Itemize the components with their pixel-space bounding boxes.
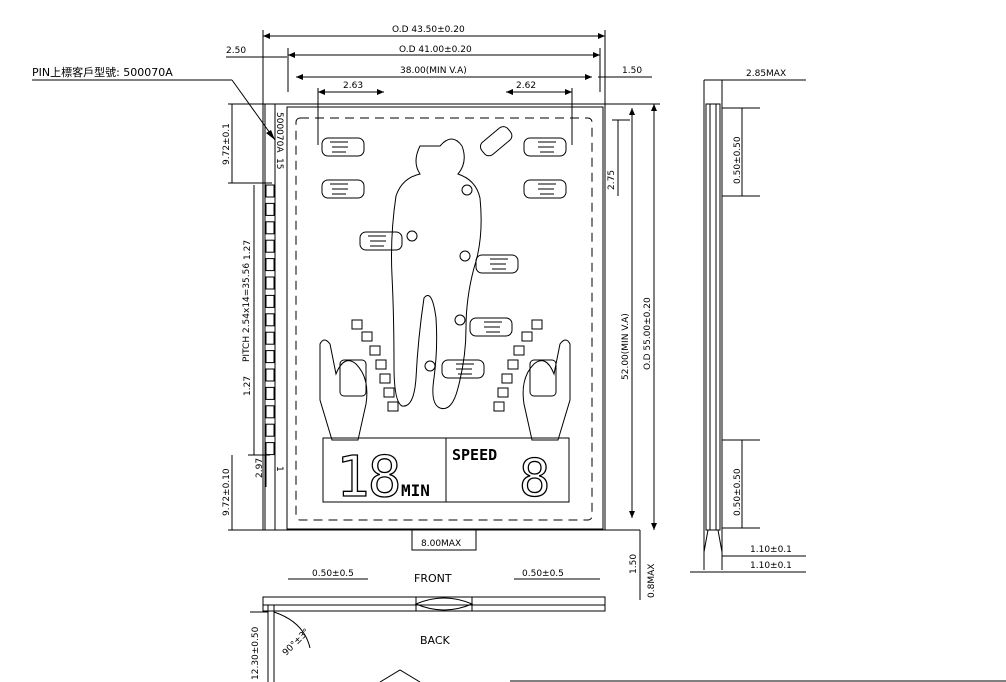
hand-icon <box>359 231 403 251</box>
pitch-bottom-label: 9.72±0.10 <box>222 468 232 516</box>
level-bar <box>375 359 387 370</box>
body-figure-icon <box>391 138 482 410</box>
front-right-label: 0.50±0.5 <box>522 569 564 579</box>
pin-tick <box>265 239 275 253</box>
level-bar <box>361 331 373 342</box>
front-back-view: FRONT 0.50±0.5 0.50±0.5 BACK 90°±3° 12.3… <box>250 569 606 682</box>
pin-tick <box>265 386 275 400</box>
level-bar <box>513 345 525 356</box>
pin-label: PIN上標客戶型號: 500070A <box>32 65 173 79</box>
od-inner-label: O.D 41.00±0.20 <box>399 45 472 55</box>
pin-15-label: 15 <box>274 158 284 169</box>
hand-icon <box>441 359 485 379</box>
speed-value: 8 <box>519 449 550 509</box>
pin-tick <box>265 405 275 419</box>
grip-hand-right-icon <box>522 339 571 441</box>
side-foot-b-label: 1.10±0.1 <box>750 561 792 571</box>
pin-tick <box>265 184 275 198</box>
pin-tick <box>265 368 275 382</box>
pin-callout: PIN上標客戶型號: 500070A <box>32 65 276 141</box>
pin-tick <box>265 294 275 308</box>
pin-offset: 8.00MAX <box>411 529 477 551</box>
pad-left-label: 2.63 <box>343 81 363 91</box>
pitch-top-label: 9.72±0.1 <box>222 123 232 165</box>
pin-tick <box>265 313 275 327</box>
pin-tick <box>265 442 275 456</box>
hand-icon <box>321 179 365 199</box>
front-label: FRONT <box>414 572 452 585</box>
top-dimensions: O.D 43.50±0.20 O.D 41.00±0.20 38.00(MIN … <box>226 25 652 145</box>
side-thickness-label: 2.85MAX <box>746 69 786 79</box>
level-bar <box>387 401 399 412</box>
va-height-label: 52.00(MIN V.A) <box>621 313 631 380</box>
top-right-label: 1.50 <box>622 66 642 76</box>
level-bar <box>369 345 381 356</box>
level-bar <box>521 331 533 342</box>
level-bar <box>531 319 543 330</box>
level-bar <box>501 373 513 384</box>
hand-icon <box>475 254 519 274</box>
digit-display: 18 MIN SPEED 8 <box>322 437 570 511</box>
pin-tick <box>265 258 275 272</box>
front-left-label: 0.50±0.5 <box>312 569 354 579</box>
pitch-label: PITCH 2.54x14=35.56 <box>242 263 252 362</box>
hand-icon <box>479 126 513 157</box>
level-bar <box>497 387 509 398</box>
grip-hand-left-icon <box>319 339 368 441</box>
hand-icon <box>469 317 513 337</box>
level-bar <box>351 319 363 330</box>
bottom-right-b-label: 0.8MAX <box>647 564 657 598</box>
speed-label: SPEED <box>452 446 497 464</box>
level-bars <box>351 319 543 412</box>
hand-icon <box>523 137 567 157</box>
bottom-right-a-label: 1.50 <box>629 554 639 574</box>
va-width-label: 38.00(MIN V.A) <box>400 66 467 76</box>
level-bar <box>507 359 519 370</box>
part-on-lcd: 500070A <box>274 112 284 153</box>
angle-label: 90°±3° <box>281 627 312 658</box>
pitch-b-label: 1.27 <box>243 376 253 396</box>
pin-tick <box>265 221 275 235</box>
right-small-label: 2.75 <box>607 170 617 190</box>
right-dimensions: 2.75 52.00(MIN V.A) O.D 55.00±0.20 1.50 … <box>605 103 660 600</box>
back-label: BACK <box>420 634 451 647</box>
pin-offset-label: 8.00MAX <box>421 539 461 549</box>
level-bar <box>383 387 395 398</box>
pin-tick <box>265 202 275 216</box>
bottom-frame <box>379 669 1006 682</box>
side-left-label: 12.30±0.50 <box>251 626 261 680</box>
pin-tick <box>265 350 275 364</box>
od-height-label: O.D 55.00±0.20 <box>643 297 653 370</box>
side-pin-top-label: 0.50±0.50 <box>733 136 743 184</box>
pin-tick <box>265 276 275 290</box>
pin-gap-label: 2.97 <box>255 458 265 478</box>
pin-ticks <box>265 184 275 456</box>
od-width-label: O.D 43.50±0.20 <box>392 25 465 35</box>
hand-icon <box>321 137 365 157</box>
pin-tick <box>265 331 275 345</box>
offset-left-label: 2.50 <box>226 46 246 56</box>
pad-right-label: 2.62 <box>516 81 536 91</box>
level-bar <box>493 401 505 412</box>
pin-tick <box>265 423 275 437</box>
minutes-unit: MIN <box>401 481 430 500</box>
side-pin-bottom-label: 0.50±0.50 <box>733 468 743 516</box>
lcd-outline: 500070A 15 1 <box>262 103 606 531</box>
side-view: 2.85MAX 0.50±0.50 0.50±0.50 1.10±0.1 1.1… <box>690 69 806 573</box>
pin-1-label: 1 <box>274 466 284 472</box>
level-bar <box>379 373 391 384</box>
side-foot-a-label: 1.10±0.1 <box>750 545 792 555</box>
minutes-value: 18 <box>336 445 399 510</box>
hand-icon <box>523 179 567 199</box>
pointing-hand-icons <box>321 126 567 379</box>
pitch-a-label: 1.27 <box>243 240 253 260</box>
